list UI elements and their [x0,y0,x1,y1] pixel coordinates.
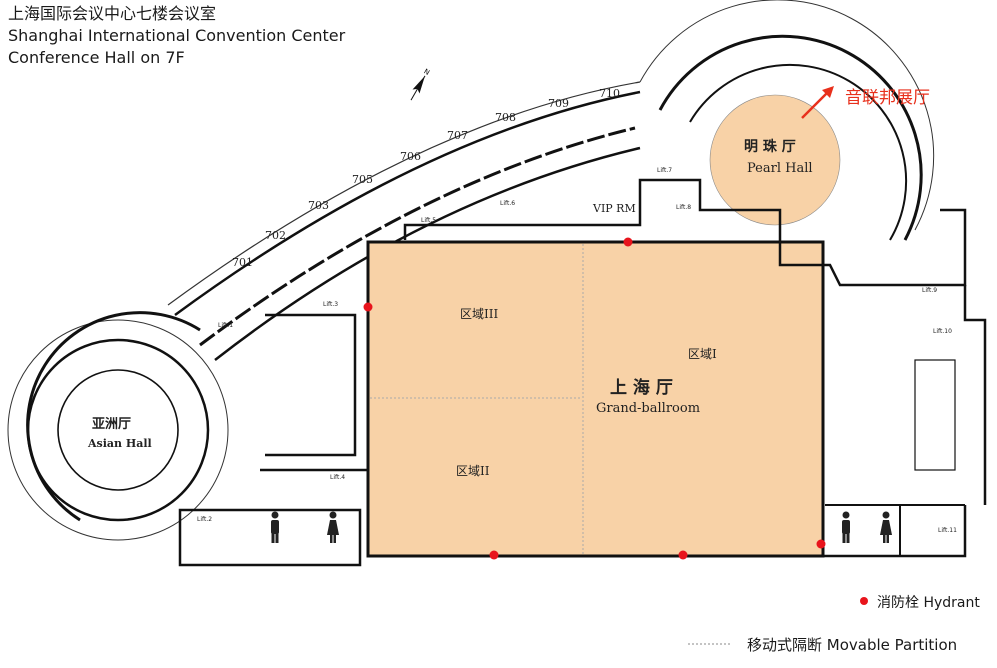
lift-7: Lift.7 [657,167,672,174]
lift-5: Lift.5 [421,217,436,224]
corridor-inner-wall [199,126,636,347]
pearl-hall-label-cn: 明 珠 厅 [744,138,796,155]
pearl-hall-room [709,94,841,226]
hydrant-dot [678,550,688,560]
hydrant-dot [816,539,826,549]
pearl-hall-label-en: Pearl Hall [747,161,813,176]
room-709: 709 [548,97,569,110]
lift-10: Lift.10 [933,328,952,335]
escalator-block [914,359,956,471]
restroom-icons [271,511,892,543]
zone-3-label: 区域III [460,307,498,321]
asian-hall-outer [7,319,229,541]
plan-subtitle: Conference Hall on 7F [8,48,185,67]
grand-ballroom-label-en: Grand-ballroom [596,401,700,416]
east-lobby-walls [821,285,987,558]
annotation-label: 音联邦展厅 [845,88,930,108]
grand-ballroom-room [366,240,825,558]
north-label: N [422,67,431,77]
annotation-arrow-icon [801,91,829,119]
lift-1: Lift.1 [218,322,233,329]
west-block-walls [178,313,368,567]
lift-9: Lift.9 [922,287,937,294]
restroom-block-se [825,504,965,556]
room-702: 702 [265,229,286,242]
lift-6: Lift.6 [500,200,515,207]
asian-hall-room [26,338,210,522]
pearl-inner-arc [689,63,908,241]
corridor-outer-wall [174,90,641,317]
woman-icon [880,511,892,543]
room-707: 707 [447,129,468,142]
hydrant-dot [623,237,633,247]
lift-4: Lift.4 [330,474,345,481]
room-706: 706 [400,150,421,163]
lift-11: Lift.11 [938,527,957,534]
man-icon [271,511,279,543]
annotation-arrowhead-icon [822,86,834,98]
pearl-outer-arc [639,0,935,231]
hydrant-dot [363,302,373,312]
grand-ballroom-label-cn: 上 海 厅 [610,377,673,398]
lift-labels: Lift.1 Lift.2 Lift.3 Lift.4 Lift.5 Lift.… [197,167,957,534]
room-708: 708 [495,111,516,124]
room-701: 701 [232,256,253,269]
room-710: 710 [599,87,620,100]
conference-room-labels: 701 702 703 705 706 707 708 709 710 [232,87,620,269]
zone-2-label: 区域II [456,464,490,478]
asian-hall-inner [57,369,179,491]
plan-title-cn: 上海国际会议中心七楼会议室 [8,4,217,23]
corridor-rail [214,146,641,361]
legend-hydrant: 消防栓 Hydrant [877,595,980,611]
outer-facade-arc [167,81,641,306]
lift-3: Lift.3 [323,301,338,308]
room-703: 703 [308,199,329,212]
legend-hydrant-dot [860,597,868,605]
hydrant-markers [363,237,826,560]
man-icon [842,511,850,543]
asian-hall-label-cn: 亚洲厅 [92,417,131,432]
asian-hall-label-en: Asian Hall [87,437,152,450]
lift-8: Lift.8 [676,204,691,211]
hydrant-dot [489,550,499,560]
lift-2: Lift.2 [197,516,212,523]
room-705: 705 [352,173,373,186]
legend-partition: 移动式隔断 Movable Partition [747,636,958,654]
vip-room-label: VIP RM [592,202,636,215]
pearl-wall-arc [658,34,923,241]
woman-icon [327,511,339,543]
north-arrow-icon: N [410,67,431,101]
zone-1-label: 区域I [688,347,717,361]
plan-title-en: Shanghai International Convention Center [8,26,346,45]
